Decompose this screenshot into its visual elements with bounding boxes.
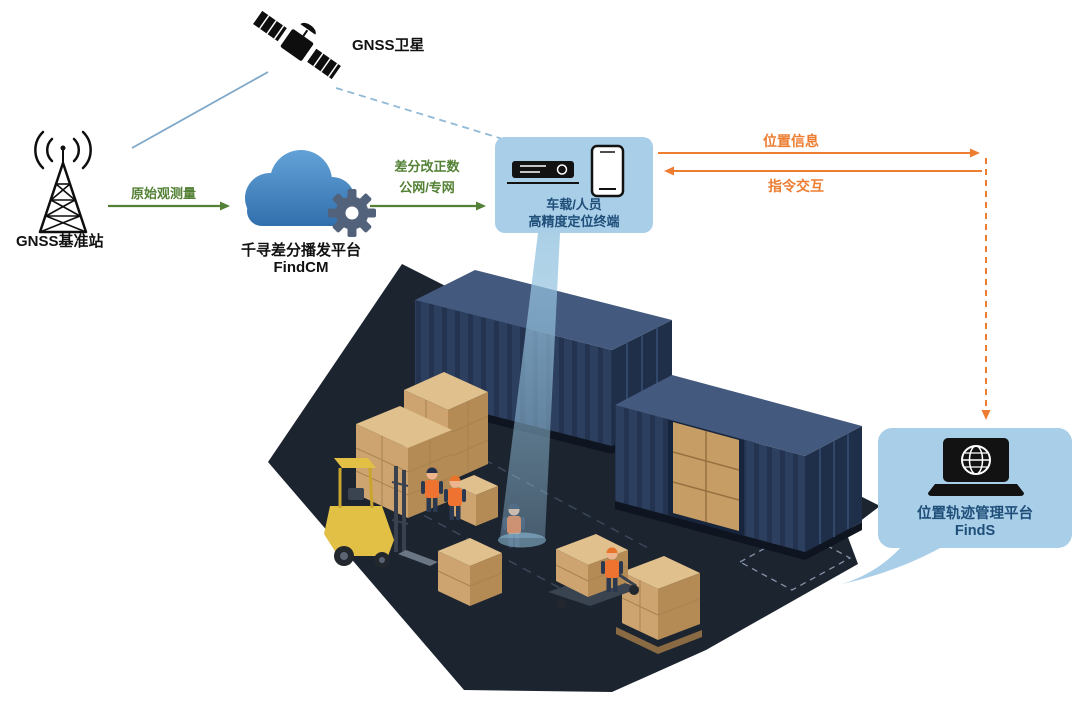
base-station-label: GNSS基准站 bbox=[16, 233, 104, 250]
satellite-terminal-link bbox=[335, 87, 507, 141]
gear-icon bbox=[328, 189, 376, 237]
base-station-icon bbox=[34, 130, 92, 234]
receiver-icon bbox=[507, 161, 579, 184]
satellite-icon bbox=[253, 10, 341, 80]
raw-observation-label: 原始观测量 bbox=[131, 186, 197, 201]
worker bbox=[421, 467, 443, 512]
correction-data-label: 差分改正数 bbox=[394, 159, 460, 174]
satellite-label: GNSS卫星 bbox=[352, 37, 425, 54]
worker bbox=[601, 547, 623, 592]
terminal-label-line2: 高精度定位终端 bbox=[528, 214, 620, 229]
box-stack-center bbox=[437, 538, 503, 606]
position-info-label: 位置信息 bbox=[763, 133, 819, 149]
cloud-platform-label: 千寻差分播发平台 bbox=[240, 242, 361, 259]
network-type-label: 公网/专网 bbox=[399, 180, 455, 195]
smartphone-icon bbox=[590, 144, 625, 198]
links bbox=[108, 71, 991, 420]
finds-platform-label: 位置轨迹管理平台 bbox=[917, 506, 1033, 522]
positioning-beam bbox=[498, 233, 560, 548]
command-interaction-label: 指令交互 bbox=[768, 178, 824, 194]
finds-card-tail bbox=[842, 546, 940, 584]
worker bbox=[444, 475, 466, 520]
forklift bbox=[324, 458, 438, 568]
finds-platform-name: FindS bbox=[954, 523, 996, 539]
box-stack-pallet-right bbox=[616, 556, 702, 654]
shipping-container-2 bbox=[615, 375, 862, 560]
satellite-base-link bbox=[131, 71, 269, 149]
cloud-platform-name: FindCM bbox=[273, 259, 329, 276]
terminal-label-line1: 车载/人员 bbox=[546, 197, 602, 212]
warehouse-scene bbox=[268, 264, 880, 692]
laptop-globe-icon bbox=[928, 438, 1024, 496]
cloud-icon bbox=[245, 150, 355, 226]
